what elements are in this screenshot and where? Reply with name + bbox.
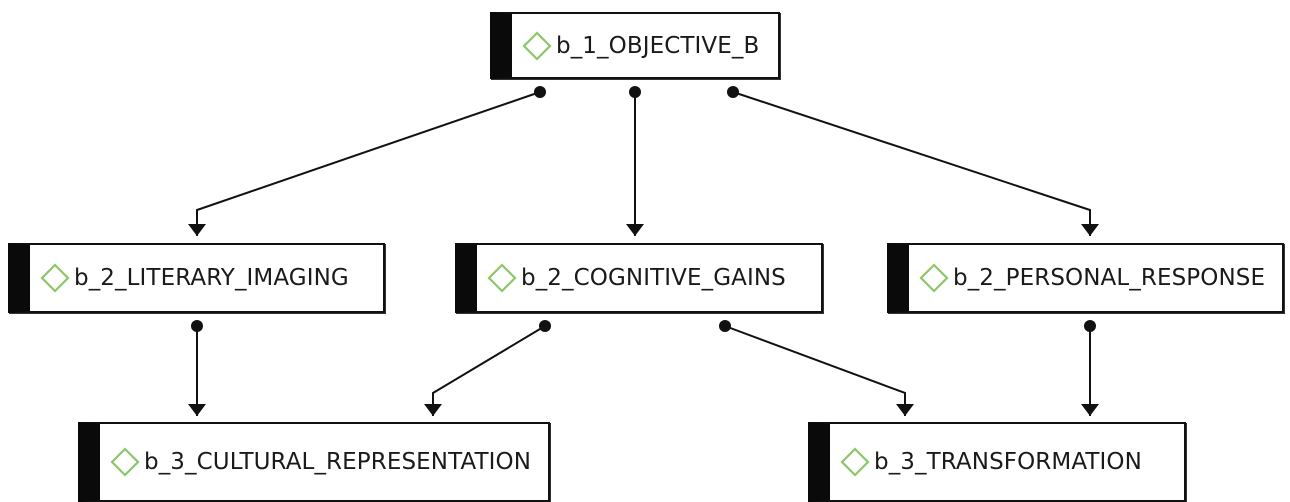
- edge-start-dot: [727, 86, 739, 98]
- edge-b-2-cognitive-gains-to-b-3-transformation: [719, 320, 914, 416]
- node-b-1-objective-b[interactable]: b_1_OBJECTIVE_B: [490, 12, 780, 79]
- diamond-icon: [108, 445, 142, 479]
- node-label: b_3_CULTURAL_REPRESENTATION: [144, 449, 532, 475]
- edge-start-dot: [539, 320, 551, 332]
- edge-line: [724, 325, 906, 416]
- edge-arrowhead: [1081, 404, 1099, 416]
- edge-b-2-literary-imaging-to-b-3-cultural-representation: [188, 320, 206, 416]
- edge-arrowhead: [626, 224, 644, 236]
- edge-start-dot: [1084, 320, 1096, 332]
- edge-arrowhead: [188, 224, 206, 236]
- edge-line: [432, 325, 546, 416]
- edge-start-dot: [719, 320, 731, 332]
- edge-arrowhead: [188, 404, 206, 416]
- diamond-icon: [38, 261, 72, 295]
- edge-b-1-objective-b-to-b-2-literary-imaging: [188, 86, 546, 236]
- edge-line: [732, 91, 1091, 236]
- node-b-2-cognitive-gains[interactable]: b_2_COGNITIVE_GAINS: [455, 243, 823, 313]
- edge-arrowhead: [896, 404, 914, 416]
- node-label: b_2_PERSONAL_RESPONSE: [953, 265, 1266, 291]
- edge-b-2-personal-response-to-b-3-transformation: [1081, 320, 1099, 416]
- node-b-3-cultural-representation[interactable]: b_3_CULTURAL_REPRESENTATION: [78, 422, 550, 502]
- edge-start-dot: [629, 86, 641, 98]
- node-label: b_1_OBJECTIVE_B: [556, 32, 760, 59]
- node-label: b_3_TRANSFORMATION: [874, 449, 1142, 475]
- edge-start-dot: [534, 86, 546, 98]
- edge-arrowhead: [1081, 224, 1099, 236]
- edge-arrowhead: [424, 404, 442, 416]
- edge-b-2-cognitive-gains-to-b-3-cultural-representation: [424, 320, 551, 416]
- node-b-2-personal-response[interactable]: b_2_PERSONAL_RESPONSE: [887, 243, 1284, 313]
- diamond-icon: [520, 29, 554, 63]
- edge-b-1-objective-b-to-b-2-cognitive-gains: [626, 86, 644, 236]
- node-b-3-transformation[interactable]: b_3_TRANSFORMATION: [808, 422, 1186, 502]
- edge-b-1-objective-b-to-b-2-personal-response: [727, 86, 1099, 236]
- node-b-2-literary-imaging[interactable]: b_2_LITERARY_IMAGING: [8, 243, 385, 313]
- edge-start-dot: [191, 320, 203, 332]
- node-label: b_2_COGNITIVE_GAINS: [521, 265, 786, 291]
- diamond-icon: [838, 445, 872, 479]
- diamond-icon: [917, 261, 951, 295]
- node-label: b_2_LITERARY_IMAGING: [74, 265, 349, 291]
- diamond-icon: [485, 261, 519, 295]
- edge-line: [196, 91, 541, 236]
